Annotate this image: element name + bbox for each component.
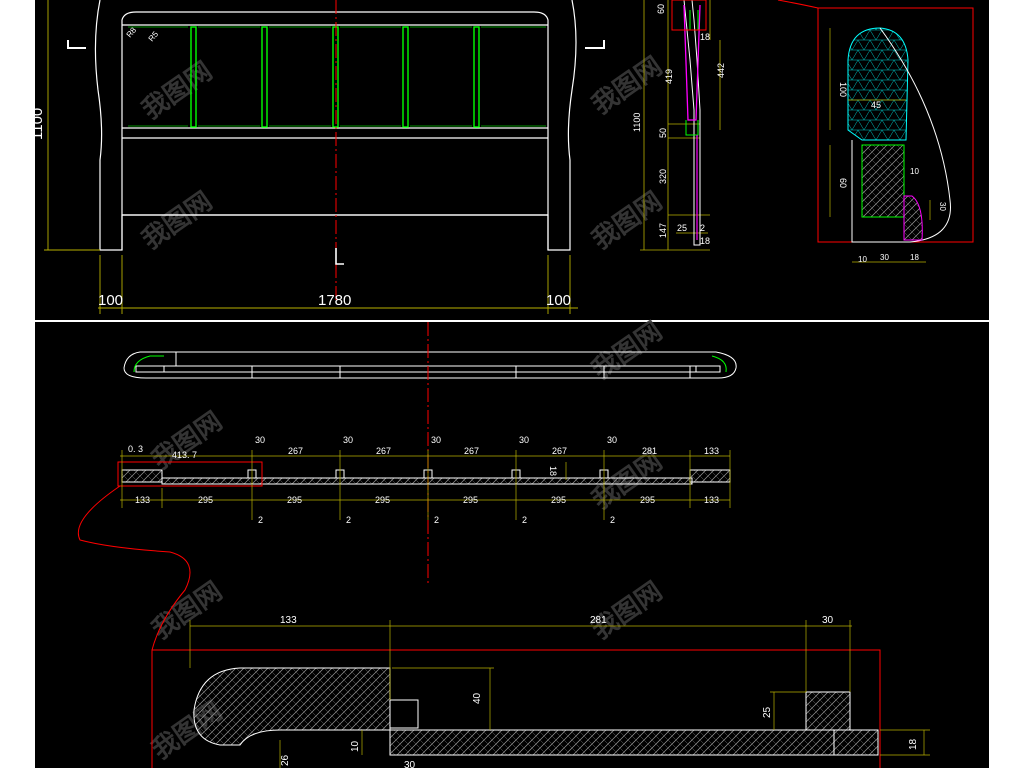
bottom-dim-25: 25 [762,706,773,718]
panel-2 [261,26,268,128]
leader-curve-top [777,0,819,9]
strip-dim-133-left: 133 [135,495,150,505]
panel-5 [473,26,480,128]
top-view [123,351,737,379]
strip-dim-295-2: 295 [287,495,302,505]
side-dim-60: 60 [656,4,666,14]
side-detail [817,7,974,263]
bottom-dim-30: 30 [822,615,834,626]
dim-left-post: 100 [98,292,123,309]
groove-block [389,699,419,729]
strip-dim-2-4: 2 [522,515,527,525]
strip-dim-18: 18 [548,466,558,476]
strip-dim-295-5: 295 [551,495,566,505]
strip-dim-2-3: 2 [434,515,439,525]
bottom-dim-18: 18 [908,738,919,750]
bottom-detail-frame [151,649,881,768]
frame-core [861,144,905,218]
strip-dim-267-3: 267 [464,446,479,456]
outer-curve [851,27,951,243]
strip-dim-267-4: 267 [552,446,567,456]
dim-width-1780: 1780 [318,292,351,309]
front-dims [44,0,578,314]
front-view [67,0,605,251]
cushion-shape [847,27,909,141]
strip-dim-30-3: 30 [431,435,441,445]
side-dim-442: 442 [716,63,726,78]
strip-dim-295-6: 295 [640,495,655,505]
strip-dim-295-3: 295 [375,495,390,505]
dim-right-post: 100 [546,292,571,309]
strip-dim-4137: 413. 7 [172,450,197,460]
bottom-detail [151,620,930,768]
section-marker-bottom [335,248,344,265]
bottom-dim-133: 133 [280,615,297,626]
side-dim-147: 147 [658,223,668,238]
section-marker-right [585,40,605,49]
strip-dim-133-top: 133 [704,446,719,456]
bottom-dim-10: 10 [350,740,361,752]
side-dim-18-top: 18 [700,32,710,42]
detail-dim-30: 30 [938,202,947,211]
section-strip [117,450,731,520]
strip-dim-295-1: 295 [198,495,213,505]
side-view [640,0,721,251]
side-dim-50: 50 [658,128,668,138]
strip-dim-30-4: 30 [519,435,529,445]
strip-dim-295-4: 295 [463,495,478,505]
panel-4 [402,26,409,128]
detail-dim-45: 45 [871,100,881,110]
detail-dim-b10: 10 [858,255,867,264]
bottom-dim-40: 40 [472,692,483,704]
detail-dim-b18: 18 [910,253,919,262]
side-dim-1100: 1100 [632,113,642,132]
slat [389,729,879,756]
end-rail-profile [193,667,391,746]
side-dim-419: 419 [664,69,674,84]
strip-dim-133-right: 133 [704,495,719,505]
strip-dim-2-1: 2 [258,515,263,525]
strip-dim-03: 0. 3 [128,444,143,454]
strip-dim-30-5: 30 [607,435,617,445]
side-dim-320: 320 [658,169,668,184]
panel-1 [190,26,197,128]
side-dim-25: 25 [677,223,687,233]
headboard-inner-arc [121,11,549,250]
strip-dim-30-1: 30 [255,435,265,445]
detail-dim-b30: 30 [880,253,889,262]
detail-dim-10: 10 [910,167,919,176]
strip-dim-2-5: 2 [610,515,615,525]
strip-dim-2-2: 2 [346,515,351,525]
magenta-insert [903,195,923,241]
side-dim-2: 2 [700,223,705,233]
dim-height-1100: 1100 [29,108,46,140]
detail-dim-100: 100 [838,82,848,97]
bottom-dim-30b: 30 [404,760,416,768]
strip-dim-30-2: 30 [343,435,353,445]
leader-curve-bottom [78,485,191,651]
strip-dim-267-1: 267 [288,446,303,456]
top-view-outline [123,351,737,379]
side-dim-18-bottom: 18 [700,236,710,246]
section-marker-left [67,40,86,49]
bottom-dim-26: 26 [280,754,291,766]
callout-box [117,461,263,487]
top-panel [35,0,989,320]
strip-dim-267-2: 267 [376,446,391,456]
detail-dim-60: 60 [838,178,848,188]
slat-stop [805,691,851,731]
strip-dim-281: 281 [642,446,657,456]
bottom-dim-281: 281 [590,615,607,626]
